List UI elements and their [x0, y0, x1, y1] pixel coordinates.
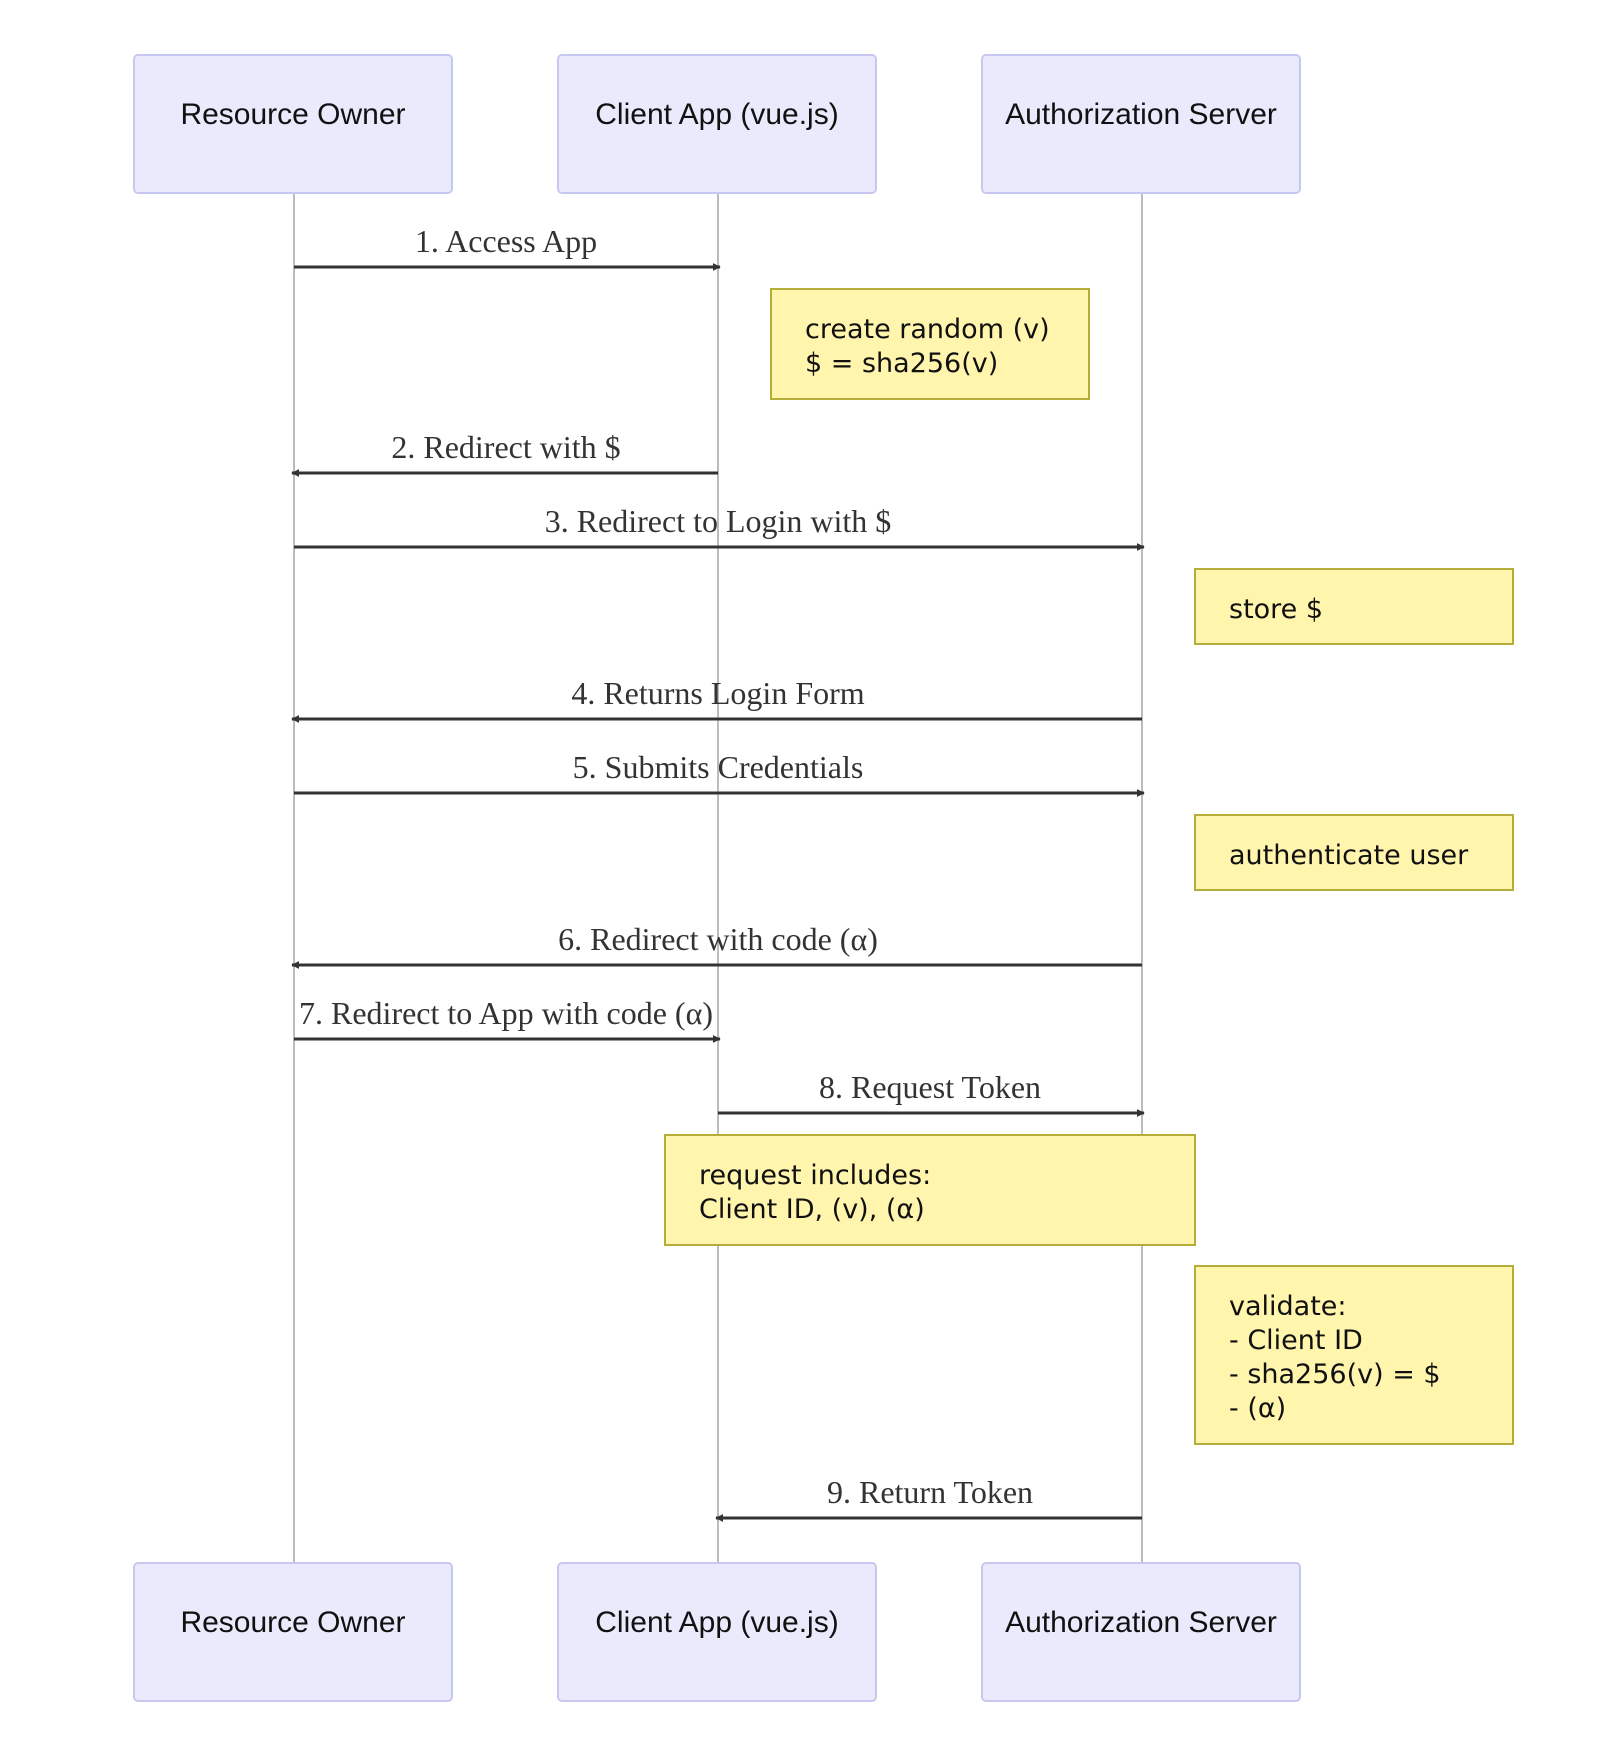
message-label: 2. Redirect with $: [391, 429, 620, 465]
note-line: Client ID, (v), (α): [699, 1194, 925, 1225]
message-3-redirect-to-login: 3. Redirect to Login with $: [294, 503, 1145, 551]
message-9-return-token: 9. Return Token: [715, 1474, 1142, 1522]
note-line: request includes:: [699, 1160, 931, 1191]
message-6-redirect-with-code: 6. Redirect with code (α): [291, 921, 1142, 969]
message-label: 6. Redirect with code (α): [558, 921, 878, 957]
message-label: 4. Returns Login Form: [571, 675, 864, 711]
note-create-random: create random (v) $ = sha256(v): [770, 288, 1090, 400]
message-5-submits-credentials: 5. Submits Credentials: [294, 749, 1145, 797]
message-label: 3. Redirect to Login with $: [545, 503, 892, 539]
participant-label: Resource Owner: [180, 1606, 405, 1639]
participant-authorization-server-top: Authorization Server: [981, 54, 1301, 194]
note-line: $ = sha256(v): [805, 348, 998, 379]
participant-label: Resource Owner: [180, 98, 405, 131]
note-line: - sha256(v) = $: [1229, 1359, 1441, 1390]
participant-resource-owner-bottom: Resource Owner: [133, 1562, 453, 1702]
participant-label: Client App (vue.js): [595, 1606, 838, 1639]
note-authenticate-user: authenticate user: [1194, 814, 1514, 891]
message-4-returns-login-form: 4. Returns Login Form: [291, 675, 1142, 723]
participant-client-app-top: Client App (vue.js): [557, 54, 877, 194]
note-line: - Client ID: [1229, 1325, 1363, 1356]
participant-authorization-server-bottom: Authorization Server: [981, 1562, 1301, 1702]
note-line: authenticate user: [1229, 840, 1469, 871]
message-label: 9. Return Token: [827, 1474, 1033, 1510]
participant-label: Client App (vue.js): [595, 98, 838, 131]
message-label: 1. Access App: [415, 223, 597, 259]
participant-resource-owner-top: Resource Owner: [133, 54, 453, 194]
note-line: validate:: [1229, 1291, 1347, 1322]
participant-client-app-bottom: Client App (vue.js): [557, 1562, 877, 1702]
participant-label: Authorization Server: [1005, 98, 1277, 131]
message-label: 5. Submits Credentials: [573, 749, 864, 785]
message-1-access-app: 1. Access App: [294, 223, 721, 271]
message-label: 8. Request Token: [819, 1069, 1041, 1105]
note-validate: validate: - Client ID - sha256(v) = $ - …: [1194, 1265, 1514, 1445]
note-store-hash: store $: [1194, 568, 1514, 645]
message-7-redirect-to-app: 7. Redirect to App with code (α): [294, 995, 721, 1043]
note-line: - (α): [1229, 1393, 1286, 1424]
note-line: store $: [1229, 594, 1323, 625]
message-2-redirect-with-hash: 2. Redirect with $: [291, 429, 718, 477]
participant-label: Authorization Server: [1005, 1606, 1277, 1639]
message-8-request-token: 8. Request Token: [718, 1069, 1145, 1117]
note-request-includes: request includes: Client ID, (v), (α): [664, 1134, 1196, 1246]
note-line: create random (v): [805, 314, 1050, 345]
message-label: 7. Redirect to App with code (α): [299, 995, 713, 1031]
